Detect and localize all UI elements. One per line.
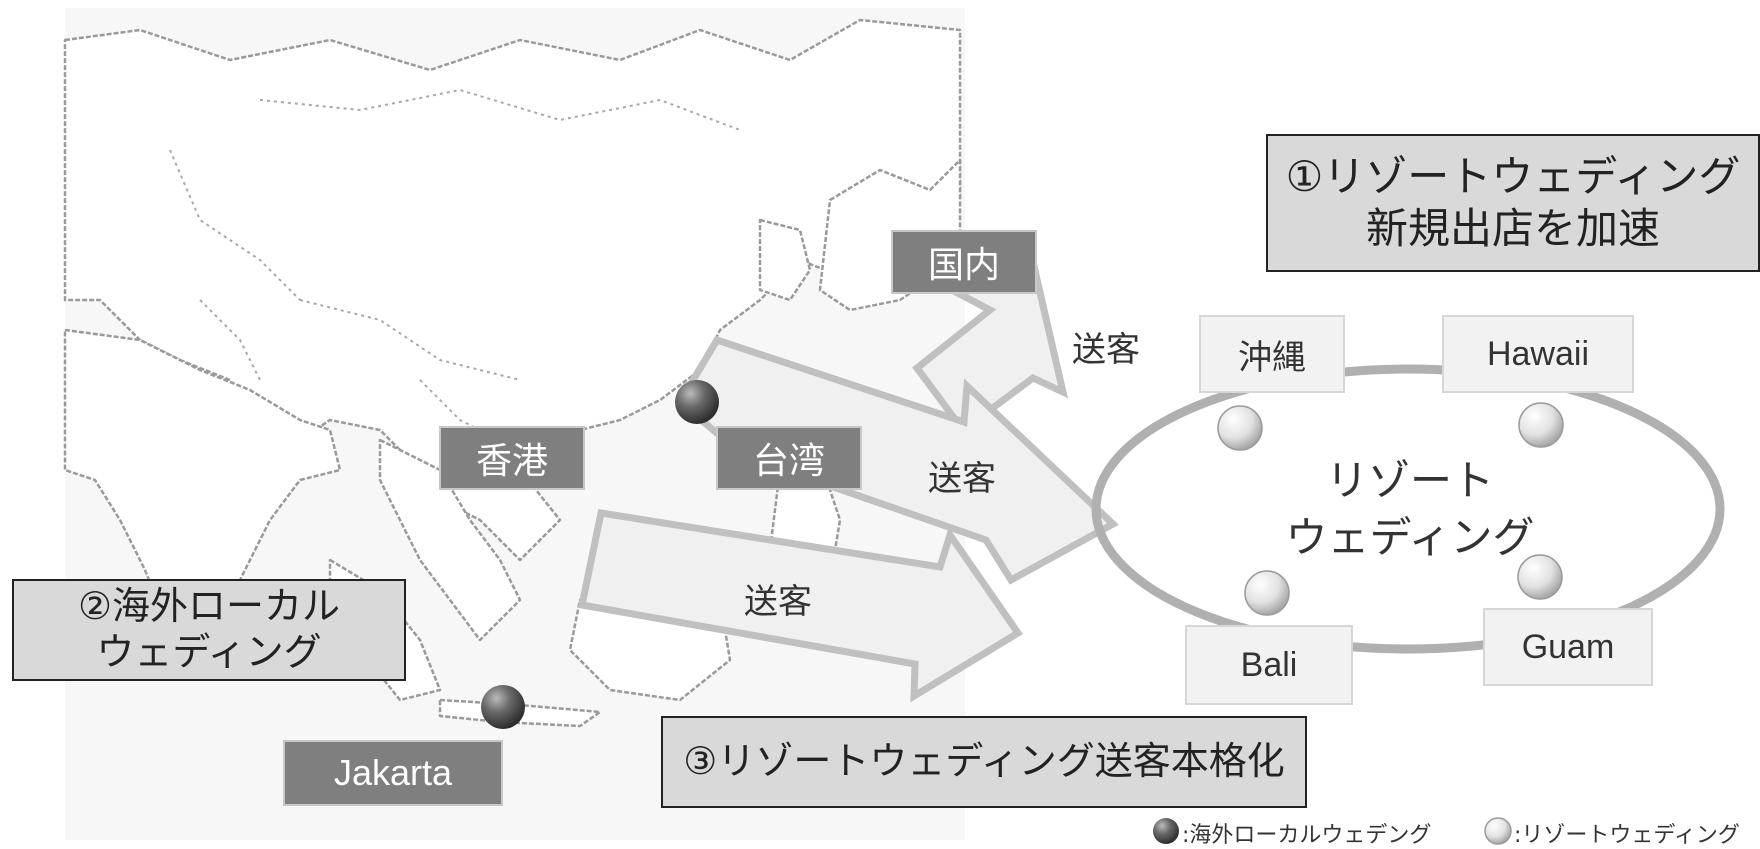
legend-light-marker: [1484, 817, 1512, 845]
callout-resort-sending: ③リゾートウェディング送客本格化: [661, 716, 1307, 808]
place-label-hongkong: 香港: [439, 426, 585, 490]
resort-label-okinawa: 沖縄: [1199, 315, 1345, 393]
callout-overseas-local-line1: ②海外ローカル: [77, 584, 341, 629]
callout-overseas-local-line2: ウェディング: [96, 630, 322, 674]
place-label-domestic: 国内: [891, 230, 1037, 294]
resort-label-hawaii: Hawaii: [1442, 315, 1634, 393]
resort-ellipse: [1091, 364, 1725, 654]
legend-dark-marker: [1153, 818, 1179, 844]
map-landmass: [63, 18, 962, 728]
resort-center-text: リゾート ウェディング: [1230, 440, 1590, 580]
local-wedding-marker-jakarta: [481, 685, 525, 729]
resort-marker-guam: [1517, 554, 1563, 600]
place-label-jakarta: Jakarta: [283, 740, 503, 806]
callout-resort-expansion: ①リゾートウェディング 新規出店を加速: [1266, 134, 1760, 272]
arrow-label-middle: 送客: [928, 459, 996, 499]
resort-center-line2: ウェディング: [1285, 513, 1535, 562]
arrow-label-bottom: 送客: [744, 582, 812, 622]
resort-center-line1: リゾート: [1325, 456, 1494, 506]
resort-label-guam: Guam: [1483, 608, 1653, 686]
resort-label-bali: Bali: [1185, 625, 1353, 705]
legend-resort-wedding: :リゾートウェディング: [1514, 817, 1740, 849]
arrow-label-top: 送客: [1072, 330, 1140, 370]
resort-marker-okinawa: [1217, 405, 1263, 451]
legend-local-wedding: :海外ローカルウェデング: [1182, 817, 1431, 849]
local-wedding-marker-taiwan: [675, 380, 719, 424]
legend-resort-wedding-label: :リゾートウェディング: [1514, 823, 1740, 848]
resort-marker-hawaii: [1518, 402, 1564, 448]
resort-marker-bali: [1244, 570, 1290, 616]
callout-resort-expansion-line1: ①リゾートウェディング: [1285, 151, 1741, 201]
callout-overseas-local: ②海外ローカル ウェディング: [12, 579, 406, 681]
callout-resort-expansion-line2: 新規出店を加速: [1365, 204, 1660, 253]
arrow-bottom: [577, 509, 1023, 703]
legend-local-wedding-label: :海外ローカルウェデング: [1182, 823, 1432, 848]
place-label-taiwan: 台湾: [716, 426, 862, 490]
